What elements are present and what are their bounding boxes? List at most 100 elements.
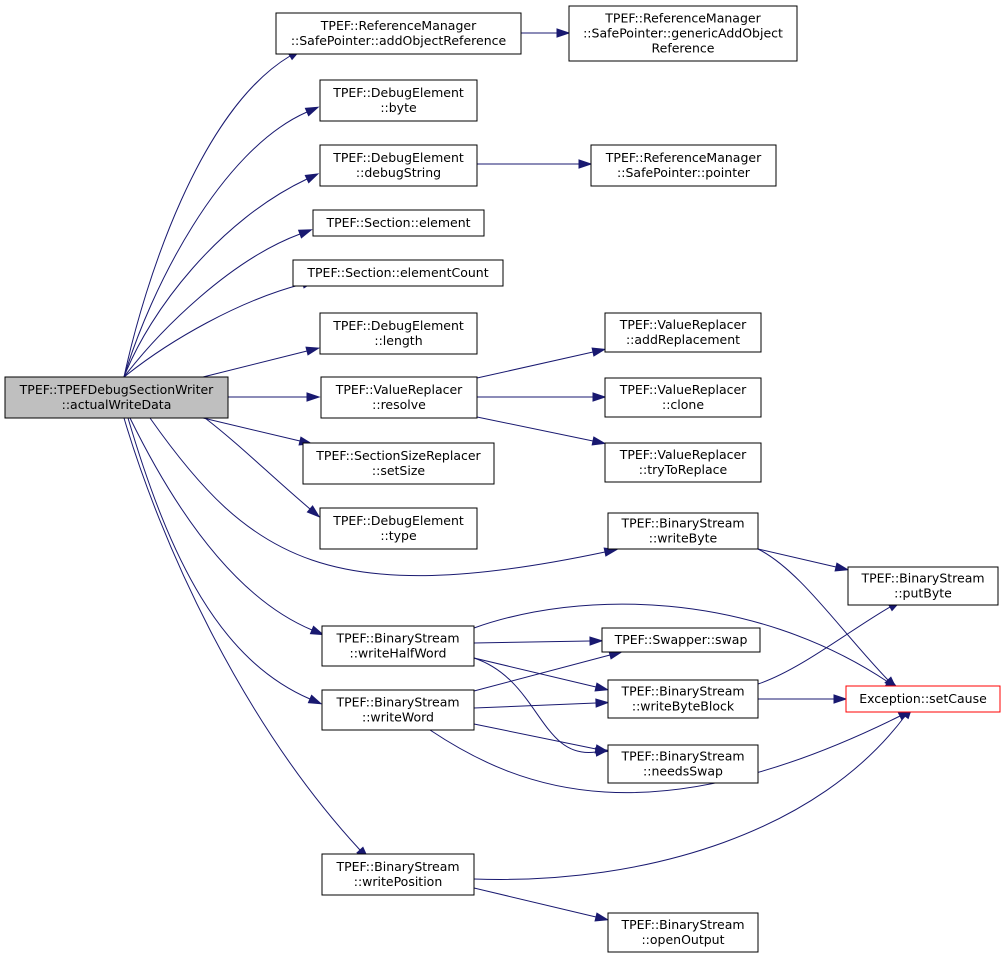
node-box bbox=[302, 442, 495, 485]
node-label: ::writeHalfWord bbox=[350, 646, 447, 661]
arrowhead bbox=[306, 392, 321, 402]
edges-layer bbox=[123, 28, 914, 922]
node-label: ::length bbox=[374, 333, 422, 348]
node-label: TPEF::ValueReplacer bbox=[619, 382, 747, 397]
node-box bbox=[4, 376, 229, 419]
node-type[interactable]: TPEF::DebugElement::type bbox=[319, 507, 478, 550]
edge-line bbox=[473, 723, 597, 750]
node-writeHalf[interactable]: TPEF::BinaryStream::writeHalfWord bbox=[321, 625, 475, 667]
arrowhead bbox=[307, 694, 323, 705]
edge-root-type bbox=[204, 417, 321, 518]
edge-line bbox=[123, 111, 308, 378]
edge-line bbox=[129, 417, 313, 631]
node-box bbox=[292, 259, 504, 287]
node-genAdd[interactable]: TPEF::ReferenceManager::SafePointer::gen… bbox=[568, 5, 798, 62]
node-clone[interactable]: TPEF::ValueReplacer::clone bbox=[604, 377, 762, 418]
node-box bbox=[604, 312, 762, 353]
node-writeBlock[interactable]: TPEF::BinaryStream::writeByteBlock bbox=[607, 679, 759, 719]
node-addRepl[interactable]: TPEF::ValueReplacer::addReplacement bbox=[604, 312, 762, 353]
node-box bbox=[321, 625, 475, 667]
node-label: TPEF::DebugElement bbox=[332, 318, 464, 333]
edge-line bbox=[473, 603, 889, 683]
node-label: TPEF::Swapper::swap bbox=[614, 632, 748, 647]
node-setSize[interactable]: TPEF::SectionSizeReplacer::setSize bbox=[302, 442, 495, 485]
node-box bbox=[568, 5, 798, 62]
node-label: ::setSize bbox=[372, 463, 425, 478]
node-label: TPEF::ValueReplacer bbox=[619, 317, 747, 332]
edge-writeByte-putByte bbox=[757, 548, 850, 572]
node-box bbox=[845, 685, 1001, 713]
arrowhead bbox=[591, 347, 607, 357]
node-label: TPEF::BinaryStream bbox=[335, 859, 459, 874]
edge-line bbox=[476, 416, 594, 442]
node-writePos[interactable]: TPEF::BinaryStream::writePosition bbox=[321, 853, 475, 896]
node-byte[interactable]: TPEF::DebugElement::byte bbox=[319, 79, 478, 122]
node-dbgStr[interactable]: TPEF::DebugElement::debugString bbox=[319, 144, 478, 187]
node-box bbox=[312, 209, 485, 237]
arrowhead bbox=[556, 28, 571, 38]
edge-line bbox=[473, 715, 906, 880]
node-box bbox=[590, 144, 777, 187]
node-label: TPEF::DebugElement bbox=[332, 150, 464, 165]
node-root[interactable]: TPEF::TPEFDebugSectionWriter::actualWrit… bbox=[4, 376, 229, 419]
edge-dbgStr-pointer bbox=[477, 159, 593, 169]
node-box bbox=[607, 744, 759, 784]
node-element[interactable]: TPEF::Section::element bbox=[312, 209, 485, 237]
arrowhead bbox=[306, 505, 321, 518]
arrowhead bbox=[304, 173, 320, 184]
node-resolve[interactable]: TPEF::ValueReplacer::resolve bbox=[320, 376, 478, 419]
edge-writeHalf-swap bbox=[473, 636, 604, 646]
node-label: ::SafePointer::pointer bbox=[617, 165, 751, 180]
arrowhead bbox=[834, 562, 850, 572]
edge-writeWord-needsSwap bbox=[473, 723, 610, 754]
node-setCause[interactable]: Exception::setCause bbox=[845, 685, 1001, 713]
node-length[interactable]: TPEF::DebugElement::length bbox=[319, 312, 478, 355]
arrowhead bbox=[592, 392, 607, 402]
node-label: Reference bbox=[652, 41, 715, 56]
node-label: ::needsSwap bbox=[643, 764, 723, 779]
node-label: TPEF::ReferenceManager bbox=[605, 150, 762, 165]
edge-line bbox=[429, 715, 901, 794]
node-swap[interactable]: TPEF::Swapper::swap bbox=[601, 627, 761, 653]
edge-line bbox=[123, 233, 301, 378]
node-label: TPEF::ValueReplacer bbox=[335, 382, 463, 397]
edge-addRef-genAdd bbox=[521, 28, 571, 38]
edge-line bbox=[202, 417, 301, 442]
edge-line bbox=[757, 606, 891, 685]
node-box bbox=[319, 79, 478, 122]
node-label: TPEF::BinaryStream bbox=[860, 571, 984, 586]
arrowhead bbox=[578, 159, 593, 169]
node-openOut[interactable]: TPEF::BinaryStream::openOutput bbox=[607, 912, 759, 953]
node-pointer[interactable]: TPEF::ReferenceManager::SafePointer::poi… bbox=[590, 144, 777, 187]
edge-line bbox=[473, 887, 597, 918]
node-label: ::tryToReplace bbox=[639, 462, 728, 477]
edge-root-setSize bbox=[202, 417, 314, 446]
edge-root-element bbox=[123, 229, 313, 378]
node-box bbox=[275, 12, 522, 55]
edge-root-writeWord bbox=[127, 417, 323, 705]
node-addRef[interactable]: TPEF::ReferenceManager::SafePointer::add… bbox=[275, 12, 522, 55]
node-tryRepl[interactable]: TPEF::ValueReplacer::tryToReplace bbox=[604, 442, 762, 483]
node-writeByte[interactable]: TPEF::BinaryStream::writeByte bbox=[607, 512, 759, 550]
arrowhead bbox=[595, 698, 610, 708]
node-label: TPEF::BinaryStream bbox=[620, 749, 744, 764]
node-box bbox=[607, 912, 759, 953]
node-needsSwap[interactable]: TPEF::BinaryStream::needsSwap bbox=[607, 744, 759, 784]
arrowhead bbox=[591, 436, 607, 446]
node-label: ::writeByteBlock bbox=[632, 699, 735, 714]
edge-line bbox=[473, 702, 597, 709]
edge-writePos-openOut bbox=[473, 887, 610, 922]
arrowhead bbox=[594, 682, 610, 692]
node-label: ::byte bbox=[380, 100, 417, 115]
node-putByte[interactable]: TPEF::BinaryStream::putByte bbox=[847, 566, 999, 606]
edge-line bbox=[123, 178, 308, 378]
node-elemCount[interactable]: TPEF::Section::elementCount bbox=[292, 259, 504, 287]
node-label: ::SafePointer::genericAddObject bbox=[583, 26, 783, 41]
node-label: ::addReplacement bbox=[626, 332, 740, 347]
node-writeWord[interactable]: TPEF::BinaryStream::writeWord bbox=[321, 689, 475, 731]
edge-root-addRef bbox=[123, 49, 302, 378]
node-label: TPEF::BinaryStream bbox=[335, 631, 459, 646]
node-label: ::putByte bbox=[894, 586, 952, 601]
edge-line bbox=[757, 548, 837, 568]
arrowhead bbox=[304, 106, 320, 117]
